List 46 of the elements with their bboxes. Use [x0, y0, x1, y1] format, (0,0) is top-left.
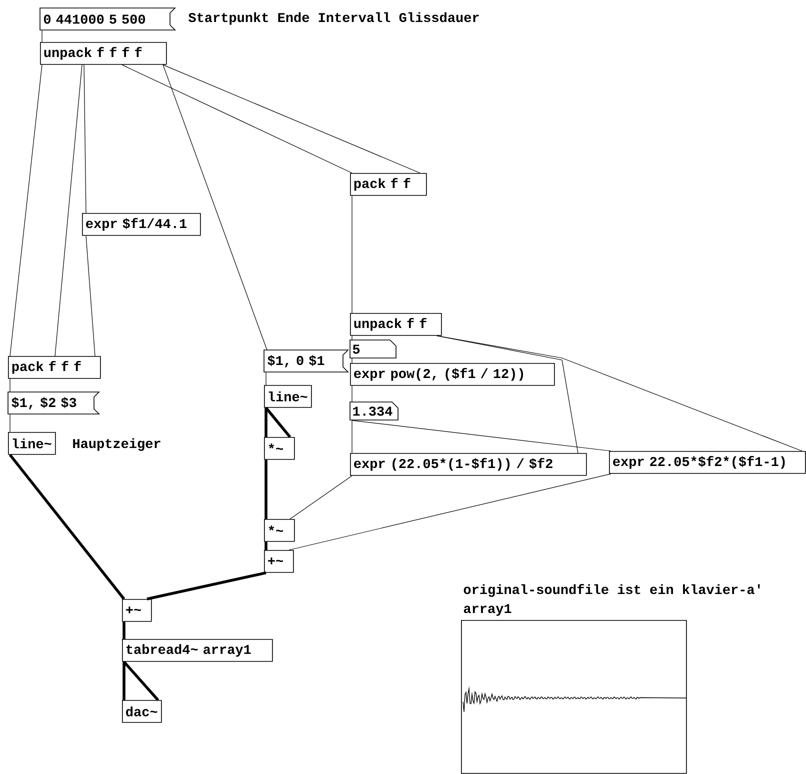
object-box: expr (22.05*(1-$f1)) / $f2 [350, 453, 587, 476]
patch-cord [264, 406, 292, 438]
patch-cord [86, 236, 96, 356]
node-label: array1 [464, 604, 512, 616]
message-box: 0 441000 5 500 [40, 8, 176, 30]
object-box: dac~ [122, 700, 162, 723]
comment-text: Hauptzeiger [73, 438, 160, 451]
patch-cord [10, 64, 42, 356]
patch-cord [8, 454, 126, 600]
array-graph: array1 [461, 604, 687, 774]
patch-cord [290, 476, 352, 520]
patch-cord [54, 64, 82, 356]
object-box: *~ [264, 519, 295, 542]
patch-cord [264, 460, 268, 519]
object-box: expr $f1/44.1 [82, 213, 201, 236]
object-box: +~ [122, 599, 152, 622]
comment-text: original-soundfile ist ein klavier-a' [464, 584, 760, 597]
patch-cord [264, 408, 268, 437]
message-box: $1, $2 $3 [8, 392, 100, 414]
object-box: line~ [8, 432, 56, 455]
object-box: line~ [264, 385, 312, 408]
patch-cord [122, 660, 160, 701]
patch-cord [146, 571, 266, 600]
object-box: tabread4~ array1 [122, 639, 273, 662]
patch-cord [352, 420, 612, 452]
number-box: 5 [350, 340, 396, 358]
patch-cord [162, 64, 420, 174]
patch-cord [288, 474, 612, 550]
patch-cord [264, 542, 268, 550]
message-box: $1, 0 $1 [264, 350, 349, 372]
object-box: pack f f f [8, 356, 101, 379]
patch-cord [436, 336, 802, 452]
object-box: pack f f [350, 173, 427, 196]
object-box: unpack f f [350, 313, 442, 336]
object-box: expr pow(2, ($f1 / 12)) [350, 363, 555, 386]
comment-text: Startpunkt Ende Intervall Glissdauer [188, 12, 479, 25]
patch-cord [122, 662, 126, 700]
patch-cord [122, 622, 126, 639]
patch-cord [122, 64, 352, 174]
object-box: *~ [264, 437, 295, 460]
patch-cord [84, 64, 86, 214]
number-box: 1.334 [350, 402, 398, 420]
object-box: expr 22.05*$f2*($f1-1) [609, 451, 806, 474]
object-box: unpack f f f f [40, 42, 167, 65]
object-box: +~ [264, 550, 294, 573]
patch-cord [162, 64, 268, 350]
